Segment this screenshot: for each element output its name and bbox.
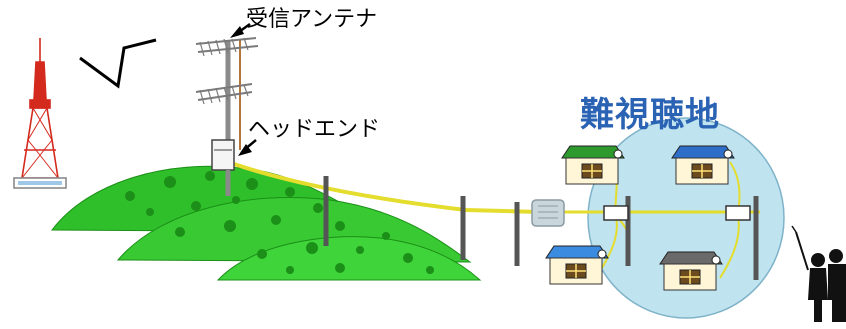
receiving-antenna-label: 受信アンテナ (246, 6, 378, 31)
tap-box-icon (603, 205, 751, 221)
people-silhouette-icon (791, 225, 846, 322)
poor-reception-area (587, 117, 785, 319)
headend-box-icon (211, 139, 235, 196)
houses (545, 145, 735, 291)
amplifier-icon (531, 199, 565, 227)
headend-arrowhead (238, 144, 252, 156)
lightning-signal-icon (79, 38, 157, 89)
house-icon (671, 145, 735, 185)
house-icon (561, 145, 625, 185)
head-end-label: ヘッドエンド (248, 116, 381, 141)
antenna-arrowhead (230, 26, 244, 38)
trunk-cable (233, 162, 541, 214)
broadcast-tower-icon (13, 38, 67, 189)
house-icon (545, 245, 609, 285)
house-icon (659, 251, 723, 291)
poor-reception-area-title: 難視聴地 (580, 96, 720, 134)
hills (50, 165, 482, 281)
